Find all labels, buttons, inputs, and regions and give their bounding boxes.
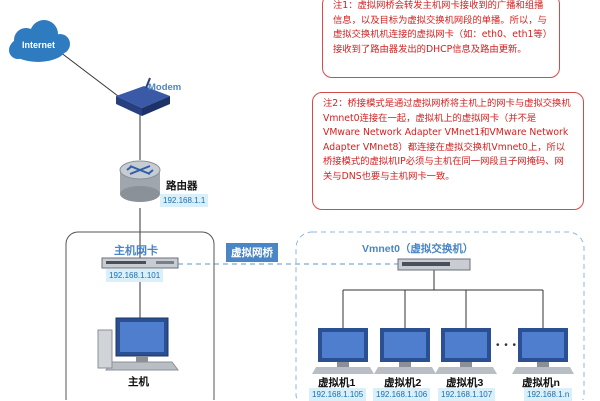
note-2: 注2：桥接模式是通过虚拟网桥将主机上的网卡与虚拟交换机Vmnet0连接在一起，虚… [312, 92, 584, 210]
vm1-ip: 192.168.1.105 [309, 388, 367, 401]
host-pc-icon [97, 317, 179, 371]
note-1: 注1：虚拟网桥会转发主机网卡接收到的广播和组播信息，以及目标为虚拟交换机网段的单… [322, 0, 560, 78]
vm-container [295, 231, 585, 400]
router-ip: 192.168.1.1 [160, 194, 209, 207]
vmn-ip: 192.168.1.n [524, 388, 573, 401]
host-nic-ip: 192.168.1.101 [106, 269, 164, 282]
vswitch-icon [397, 258, 471, 271]
bridge-label: 虚拟网桥 [226, 243, 278, 262]
vm-ellipsis: • • • [496, 340, 518, 351]
internet-label: Internet [22, 40, 56, 50]
modem-icon [116, 77, 170, 116]
router-label: 路由器 [166, 180, 198, 192]
host-nic-icon [101, 257, 179, 269]
router-icon [119, 160, 161, 202]
link-internet-modem [59, 51, 119, 97]
modem-label: Modem [148, 82, 182, 93]
connection-lines [59, 51, 544, 328]
host-container [65, 231, 215, 400]
vm2-label: 虚拟机2 [384, 377, 422, 389]
host-nic-label: 主机网卡 [114, 245, 158, 257]
vm2-ip: 192.168.1.106 [373, 388, 431, 401]
vmn-pc-icon [512, 328, 574, 374]
vm3-ip: 192.168.1.107 [438, 388, 496, 401]
vmn-label: 虚拟机n [522, 377, 560, 389]
vm3-label: 虚拟机3 [446, 377, 484, 389]
vm1-pc-icon [312, 328, 374, 374]
vswitch-label: Vmnet0（虚拟交换机） [362, 243, 474, 255]
vm1-label: 虚拟机1 [318, 377, 356, 389]
vm3-pc-icon [435, 328, 497, 374]
host-pc-label: 主机 [128, 376, 149, 388]
vm2-pc-icon [374, 328, 436, 374]
cloud-icon [9, 20, 70, 62]
